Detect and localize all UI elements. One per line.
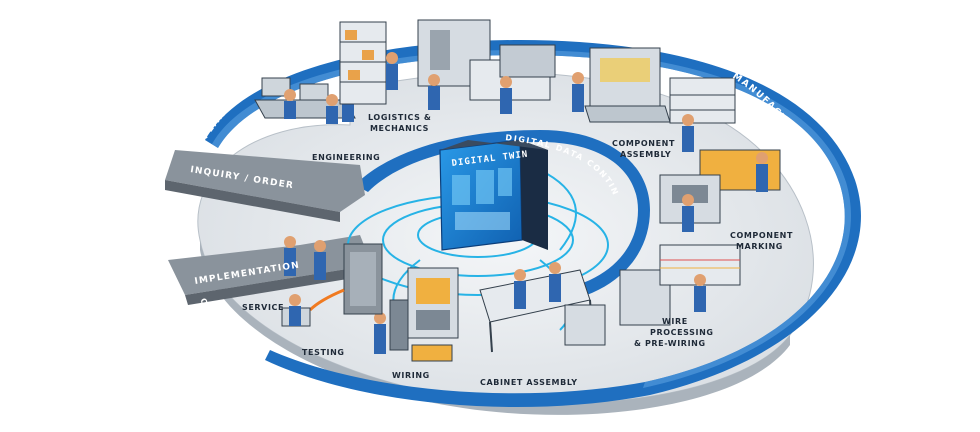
label-cabinet-assembly: CABINET ASSEMBLY: [480, 378, 578, 387]
label-wiring: WIRING: [392, 371, 430, 380]
label-logistics-line2: MECHANICS: [370, 124, 429, 133]
label-engineering: ENGINEERING: [312, 153, 380, 162]
station-component-assembly: [572, 47, 736, 152]
digital-twin-cabinet: [439, 139, 548, 251]
station-wire-processing: [619, 244, 741, 326]
station-logistics: [339, 19, 556, 114]
station-testing-service: [281, 236, 383, 327]
label-component-marking-line1: COMPONENT: [730, 231, 793, 240]
inquiry-order-band: [165, 150, 365, 222]
label-wire-line3: & PRE-WIRING: [634, 339, 706, 348]
station-cabinet-assembly: [479, 262, 606, 353]
label-component-marking-line2: MARKING: [736, 242, 783, 251]
station-component-marking: [659, 149, 781, 232]
label-component-assembly-line2: ASSEMBLY: [620, 150, 671, 159]
label-component-assembly-line1: COMPONENT: [612, 139, 675, 148]
label-testing: TESTING: [302, 348, 345, 357]
station-wiring: [374, 267, 459, 362]
station-engineering: [254, 77, 356, 124]
label-wire-line1: WIRE: [662, 317, 688, 326]
label-service: SERVICE: [242, 303, 284, 312]
label-logistics-line1: LOGISTICS &: [368, 113, 432, 122]
label-wire-line2: PROCESSING: [650, 328, 714, 337]
